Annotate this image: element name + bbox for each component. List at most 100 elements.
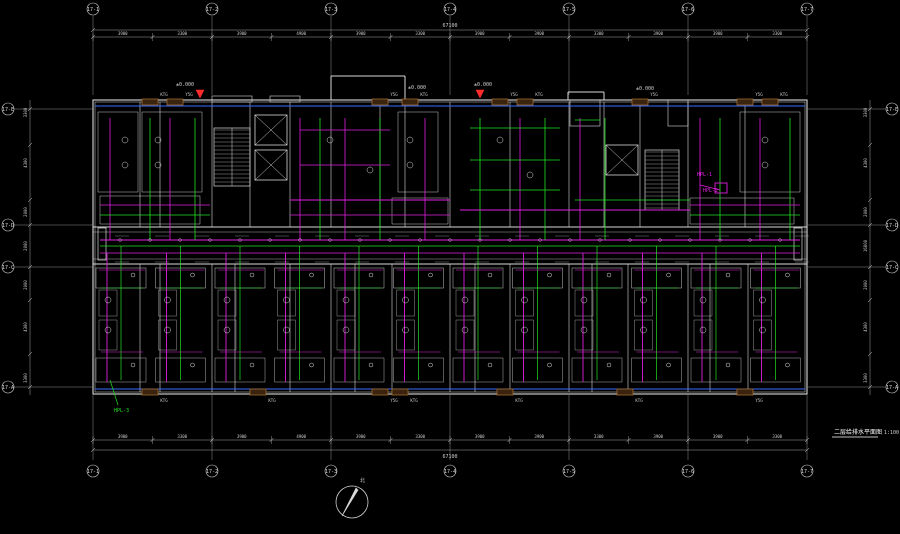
floor-drain: [342, 296, 350, 304]
grid-axis-bubbles: 17-117-117-217-217-317-317-417-417-517-5…: [1, 2, 899, 478]
valve: [309, 362, 314, 368]
dim-text: 3900: [534, 31, 544, 36]
pipe-tag-box: [141, 388, 159, 396]
pipe-tag-bottom: Y5G: [390, 398, 398, 403]
pipe-tag-box: [371, 388, 389, 396]
valve: [606, 362, 612, 368]
shower-box: [455, 289, 475, 317]
pipe-tag-box: [391, 388, 409, 396]
pipe-node: [478, 238, 482, 242]
stair-top: [667, 99, 689, 127]
pipe-tag-box: [141, 98, 159, 106]
floor-drain: [164, 296, 171, 304]
dim-text: 3900: [475, 31, 485, 36]
floor-drain: [342, 326, 350, 334]
pipe-tag-box: [736, 388, 754, 396]
dim-text: 3300: [863, 373, 868, 383]
pipe-tag-bottom: Y5G: [755, 398, 763, 403]
shower-box: [98, 289, 118, 317]
pipe-node: [298, 238, 302, 242]
dim-tick: [867, 106, 873, 112]
dim-text: 3300: [23, 373, 28, 383]
pipe-tag-box: [371, 98, 389, 106]
elev-marker-4: ±0.000: [474, 82, 492, 88]
valve: [190, 362, 195, 368]
grid-label-right: 17-C: [886, 265, 898, 271]
dim-text: 4300: [863, 158, 868, 168]
shower-box: [634, 319, 653, 351]
floor-drain: [461, 296, 469, 304]
grid-bubble-bottom: [205, 464, 219, 478]
riser-tag-1: HPL-1: [697, 172, 712, 178]
dim-text: 3300: [772, 434, 782, 439]
pipe-tag-top: Y5G: [390, 92, 398, 97]
shower-box: [753, 289, 772, 317]
grid-bubble-top: [443, 2, 457, 16]
dim-text: 3900: [356, 31, 366, 36]
valve: [547, 362, 552, 368]
pipe-node: [388, 238, 392, 242]
dim-text: 3900: [475, 434, 485, 439]
grid-label-left: 17-A: [2, 385, 14, 391]
dim-text: 3900: [713, 434, 723, 439]
shower-box: [217, 319, 237, 351]
valve: [725, 362, 731, 368]
pipe-node: [718, 238, 722, 242]
plumbing-fixtures: [104, 136, 809, 368]
riser-leader: [699, 184, 721, 191]
shower-box: [693, 319, 713, 351]
valve: [785, 272, 790, 278]
dim-tick: [27, 384, 33, 390]
dim-text: 4900: [296, 434, 306, 439]
grid-bubble-right: [885, 260, 899, 274]
dim-text: 2000: [23, 280, 28, 290]
floor-drain: [223, 326, 231, 334]
north-arrow: [335, 485, 369, 519]
shower-box: [158, 319, 177, 351]
grid-bubble-top: [562, 2, 576, 16]
grid-bubble-right: [885, 380, 899, 394]
grid-label-left: 17-C: [2, 265, 14, 271]
pipe-node: [418, 238, 422, 242]
pipe-tag-box: [616, 388, 634, 396]
dim-text: 4300: [23, 322, 28, 332]
pipe-tag-top: KTG: [535, 92, 543, 97]
floor-drain: [759, 326, 766, 334]
stair-top: [569, 99, 601, 127]
grid-bubble-bottom: [86, 464, 100, 478]
bottom-total-dim: 67100: [442, 454, 457, 460]
floor-drain: [366, 166, 374, 174]
pipe-node: [748, 238, 752, 242]
dim-text: 4300: [23, 158, 28, 168]
dim-tick: [867, 222, 873, 228]
floor-drain: [283, 296, 290, 304]
valve: [428, 272, 433, 278]
valve: [368, 362, 374, 368]
shower-box: [515, 319, 534, 351]
valve: [487, 362, 493, 368]
room-box: [391, 197, 449, 225]
corridor-end: [97, 227, 107, 261]
grid-bubble-right: [885, 218, 899, 232]
valve: [249, 362, 255, 368]
dim-tick: [867, 264, 873, 270]
valve: [428, 362, 433, 368]
floor-drain: [402, 326, 409, 334]
elevator: [254, 149, 288, 181]
pipe-node: [178, 238, 182, 242]
floor-drain: [761, 161, 769, 169]
shower-box: [634, 289, 653, 317]
balcony: [211, 95, 253, 103]
floor-drain: [526, 171, 534, 179]
room-box: [689, 197, 795, 225]
dim-text: 16800: [863, 239, 868, 252]
dim-text: 4300: [863, 322, 868, 332]
dim-tick: [867, 297, 873, 303]
dim-text: 3900: [237, 434, 247, 439]
valve: [190, 272, 195, 278]
grid-label-left: 17-D: [2, 223, 14, 229]
corridor-end: [793, 227, 803, 261]
pipe-tag-top: Y5G: [650, 92, 658, 97]
grid-label-top: 17-5: [563, 7, 575, 13]
floor-drain: [761, 136, 769, 144]
